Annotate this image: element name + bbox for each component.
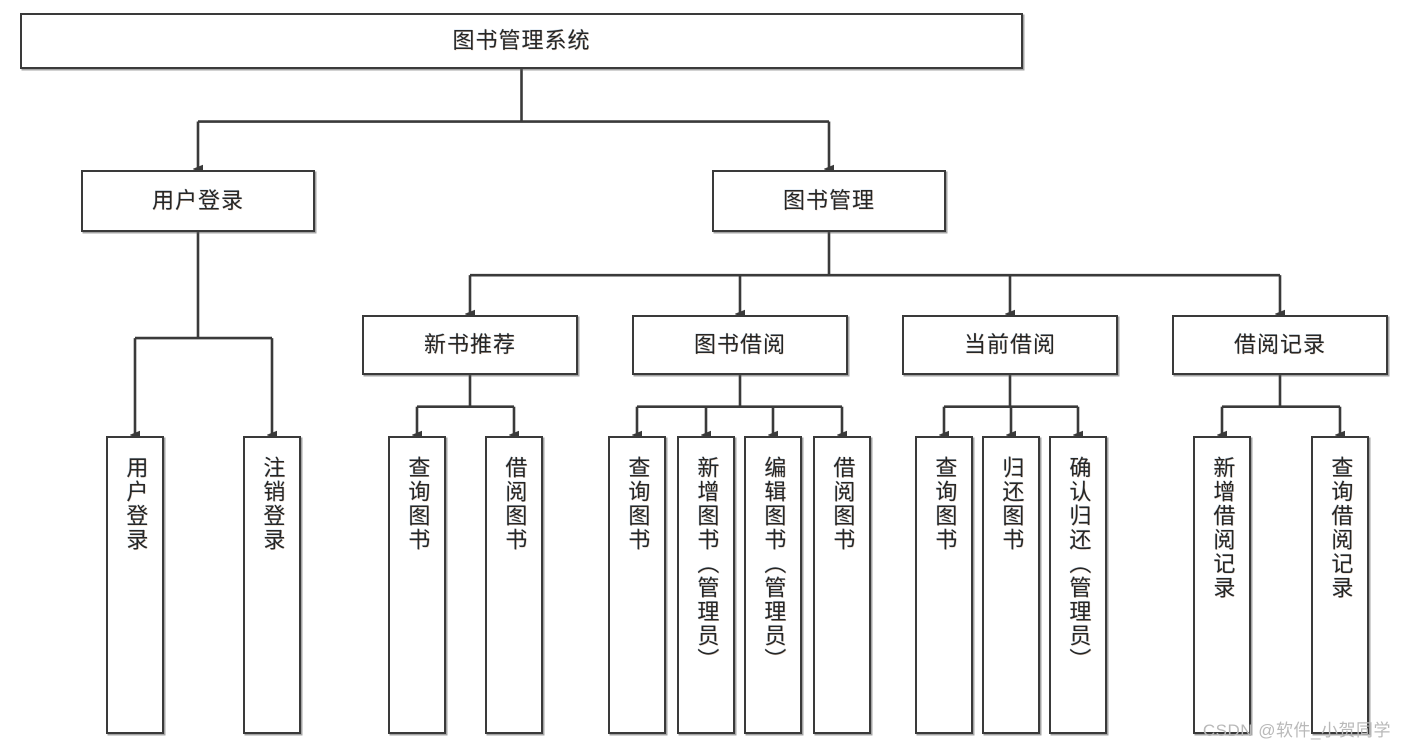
- leaf-user-login[interactable]: 用户登录: [106, 436, 164, 734]
- leaf-query-book-3-label: 查询图书: [932, 456, 958, 552]
- leaf-return-book-label: 归还图书: [999, 456, 1025, 552]
- leaf-return-book[interactable]: 归还图书: [982, 436, 1040, 734]
- node-new-book-recommendation[interactable]: 新书推荐: [362, 315, 578, 375]
- leaf-user-login-label: 用户登录: [123, 456, 149, 552]
- leaf-borrow-book-2[interactable]: 借阅图书: [813, 436, 871, 734]
- leaf-query-borrow-record[interactable]: 查询借阅记录: [1311, 436, 1369, 734]
- node-borrow-record-label: 借阅记录: [1233, 332, 1326, 358]
- node-user-login[interactable]: 用户登录: [81, 170, 315, 232]
- node-current-borrow-label: 当前借阅: [963, 332, 1056, 358]
- leaf-borrow-book-1[interactable]: 借阅图书: [485, 436, 543, 734]
- leaf-add-book-label: 新增图书（管理员）: [694, 456, 720, 672]
- leaf-confirm-return-label: 确认归还（管理员）: [1066, 456, 1092, 672]
- leaf-query-borrow-record-label: 查询借阅记录: [1328, 456, 1354, 600]
- leaf-add-borrow-record[interactable]: 新增借阅记录: [1193, 436, 1251, 734]
- leaf-confirm-return[interactable]: 确认归还（管理员）: [1049, 436, 1107, 734]
- node-book-management-label: 图书管理: [782, 188, 875, 214]
- leaf-query-book-1[interactable]: 查询图书: [388, 436, 446, 734]
- node-user-login-label: 用户登录: [151, 188, 244, 214]
- leaf-add-borrow-record-label: 新增借阅记录: [1210, 456, 1236, 600]
- node-root-label: 图书管理系统: [452, 28, 591, 54]
- leaf-query-book-2[interactable]: 查询图书: [608, 436, 666, 734]
- leaf-edit-book[interactable]: 编辑图书（管理员）: [744, 436, 802, 734]
- leaf-borrow-book-2-label: 借阅图书: [830, 456, 856, 552]
- leaf-edit-book-label: 编辑图书（管理员）: [761, 456, 787, 672]
- leaf-logout[interactable]: 注销登录: [243, 436, 301, 734]
- node-new-book-recommendation-label: 新书推荐: [423, 332, 516, 358]
- leaf-add-book[interactable]: 新增图书（管理员）: [677, 436, 735, 734]
- node-root[interactable]: 图书管理系统: [20, 13, 1023, 69]
- leaf-logout-label: 注销登录: [260, 456, 286, 552]
- node-current-borrow[interactable]: 当前借阅: [902, 315, 1118, 375]
- leaf-query-book-3[interactable]: 查询图书: [915, 436, 973, 734]
- node-borrow-record[interactable]: 借阅记录: [1172, 315, 1388, 375]
- watermark: CSDN @软件_小贺同学: [1202, 721, 1391, 740]
- node-book-borrow[interactable]: 图书借阅: [632, 315, 848, 375]
- leaf-query-book-2-label: 查询图书: [625, 456, 651, 552]
- node-book-borrow-label: 图书借阅: [693, 332, 786, 358]
- leaf-borrow-book-1-label: 借阅图书: [502, 456, 528, 552]
- leaf-query-book-1-label: 查询图书: [405, 456, 431, 552]
- node-book-management[interactable]: 图书管理: [712, 170, 946, 232]
